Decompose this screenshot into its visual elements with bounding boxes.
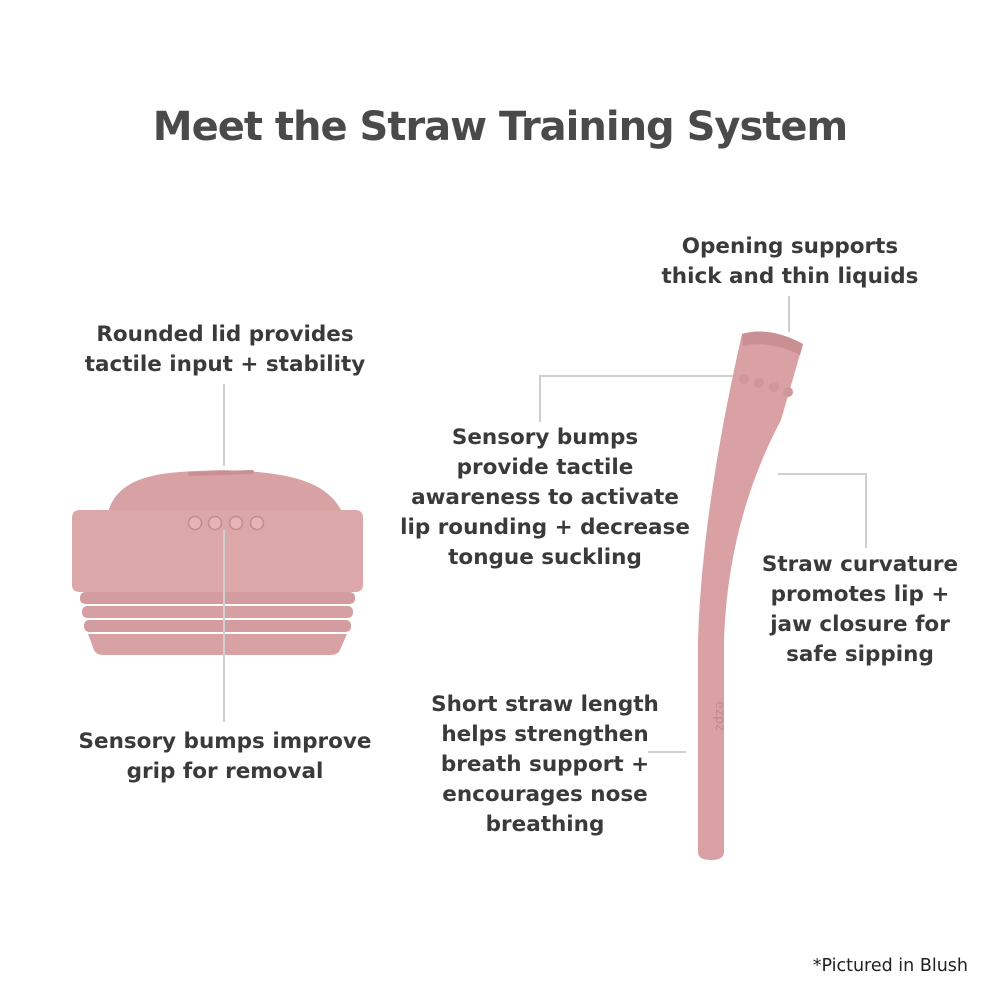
- page-title: Meet the Straw Training System: [152, 104, 848, 150]
- leader-straw-curve: [778, 473, 867, 548]
- footnote: *Pictured in Blush: [812, 956, 968, 976]
- callout-straw-bumps: Sensory bumps provide tactile awareness …: [400, 425, 690, 570]
- callout-straw-curve: Straw curvature promotes lip + jaw closu…: [761, 552, 959, 667]
- callout-straw-opening: Opening supports thick and thin liquids: [661, 234, 919, 289]
- leader-straw-bumps: [539, 375, 733, 422]
- lid-sensory-bumps: [187, 515, 265, 531]
- straw-lid: [72, 470, 363, 655]
- leader-lines: [223, 296, 867, 753]
- callout-straw-length: Short straw length helps strengthen brea…: [431, 692, 659, 837]
- straw-sensory-bumps: [739, 374, 793, 397]
- callout-lid-bottom: Sensory bumps improve grip for removal: [78, 729, 372, 784]
- callout-lid-top: Rounded lid provides tactile input + sta…: [84, 322, 366, 377]
- training-straw: ezpz: [698, 331, 803, 860]
- straw-logo: ezpz: [712, 701, 727, 731]
